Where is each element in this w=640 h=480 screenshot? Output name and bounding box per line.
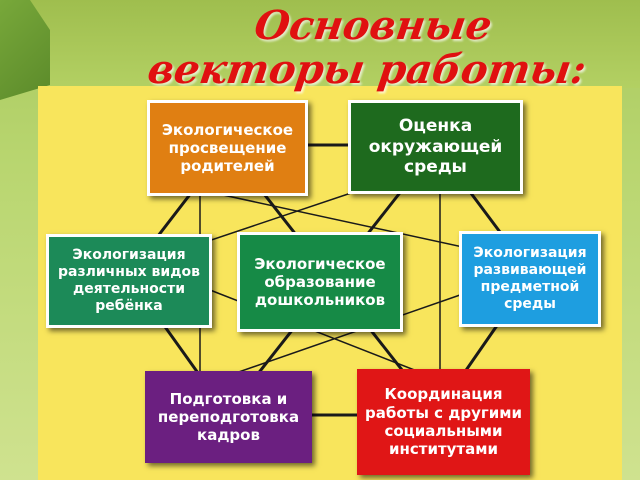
node-label: Координация работы с другими социальными… xyxy=(365,385,522,459)
node-label: Экологическое образование дошкольников xyxy=(254,254,386,310)
node-label: Оценка окружающей среды xyxy=(368,115,503,178)
node-staff: Подготовка и переподготовка кадров xyxy=(145,371,312,463)
node-label: Экологизация различных видов деятельност… xyxy=(58,246,200,315)
node-subject-env: Экологизация развивающей предметной сред… xyxy=(459,231,601,327)
thin-connector xyxy=(209,294,461,383)
header-band xyxy=(0,0,640,88)
node-label: Подготовка и переподготовка кадров xyxy=(157,389,300,445)
node-label: Экологизация развивающей предметной сред… xyxy=(473,244,587,313)
node-center: Экологическое образование дошкольников xyxy=(237,232,403,332)
node-activities: Экологизация различных видов деятельност… xyxy=(46,234,212,328)
node-environment: Оценка окружающей среды xyxy=(348,100,523,194)
node-eco-parents: Экологическое просвещение родителей xyxy=(147,100,308,196)
slide-title: Основные векторы работы: xyxy=(144,2,590,93)
node-label: Экологическое просвещение родителей xyxy=(161,120,294,176)
node-coordination: Координация работы с другими социальными… xyxy=(357,369,530,475)
